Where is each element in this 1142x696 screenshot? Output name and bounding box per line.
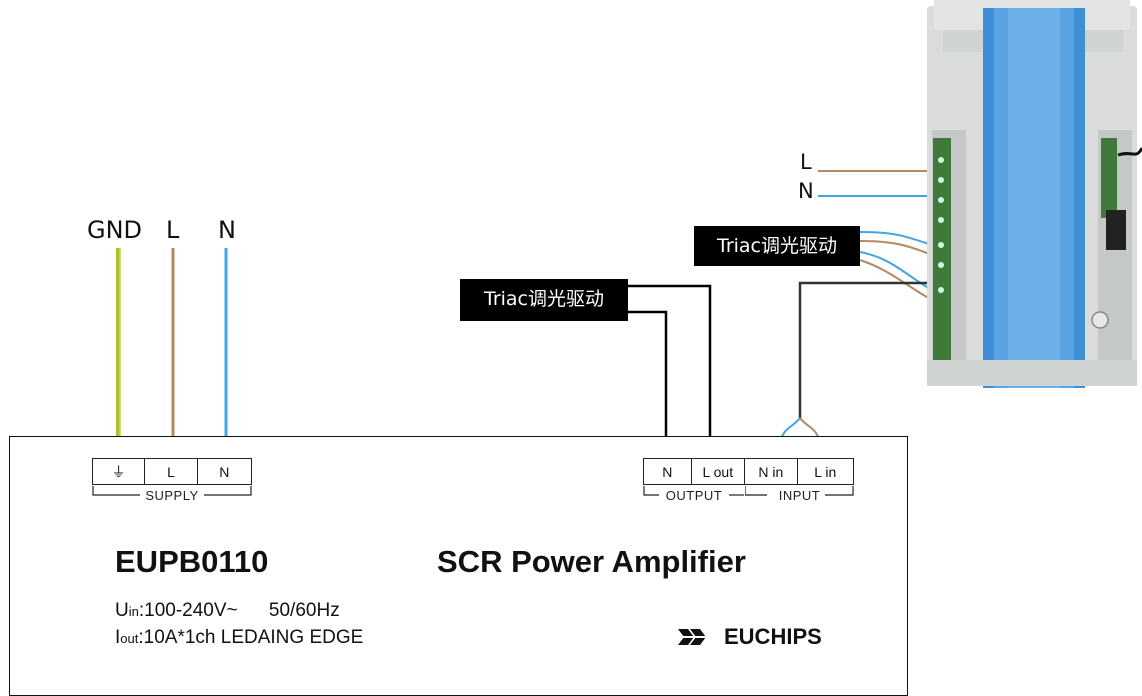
triac-label-center: Triac调光驱动: [460, 279, 628, 321]
n-label: N: [218, 216, 236, 244]
triac-right-brown2: [859, 259, 933, 301]
wiring-diagram: [116, 170, 933, 438]
euchips-logo: EUCHIPS: [676, 624, 822, 650]
triac-label-right: Triac调光驱动: [694, 226, 860, 266]
terminal-n: N: [219, 464, 230, 480]
terminal-in-l: L in: [814, 464, 837, 480]
supply-group-text: SUPPLY: [145, 488, 199, 503]
input-group-label: INPUT: [745, 486, 854, 502]
din-rail-device: [927, 0, 1142, 388]
terminal-out-l: L out: [692, 459, 746, 484]
terminal-l: L: [145, 459, 198, 484]
output-rating: Iout:10A*1ch LEDAING EDGE: [115, 627, 364, 648]
product-name: SCR Power Amplifier: [437, 544, 746, 579]
input-wire: [798, 281, 932, 418]
output-n-wire: [628, 310, 668, 437]
euchips-logo-icon: [678, 629, 714, 645]
model-number: EUPB0110: [115, 544, 269, 579]
frequency-rating: 50/60Hz: [268, 600, 340, 621]
supply-group-label: SUPPLY: [92, 486, 252, 502]
supply-terminal-block: ⏚ L N: [92, 458, 252, 485]
output-group-label: OUTPUT: [643, 486, 745, 502]
input-rating: Uin:100-240V~ 50/60Hz: [115, 600, 340, 621]
input-nin-wire: [781, 417, 801, 438]
input-lin-wire: [799, 417, 819, 438]
triac-right-blue: [859, 231, 933, 246]
terminal-out-n: N: [644, 459, 692, 484]
triac-right-blue2: [859, 251, 933, 291]
device-l-label: L: [800, 150, 812, 174]
input-group-text: INPUT: [778, 488, 821, 503]
ratings-block: Uin:100-240V~ 50/60Hz Iout:10A*1ch LEDAI…: [115, 598, 363, 652]
output-input-terminal-block: N L out N in L in: [643, 458, 854, 485]
terminal-gnd: ⏚: [93, 459, 146, 484]
device-n-label: N: [798, 179, 814, 203]
logo-text: EUCHIPS: [724, 624, 822, 649]
triac-right-brown: [859, 240, 933, 256]
terminal-in-n: N in: [745, 459, 798, 484]
output-lout-wire: [628, 284, 712, 437]
amplifier-enclosure: [9, 436, 908, 696]
gnd-label: GND: [87, 216, 143, 244]
output-group-text: OUTPUT: [665, 488, 723, 503]
l-label: L: [166, 216, 180, 244]
